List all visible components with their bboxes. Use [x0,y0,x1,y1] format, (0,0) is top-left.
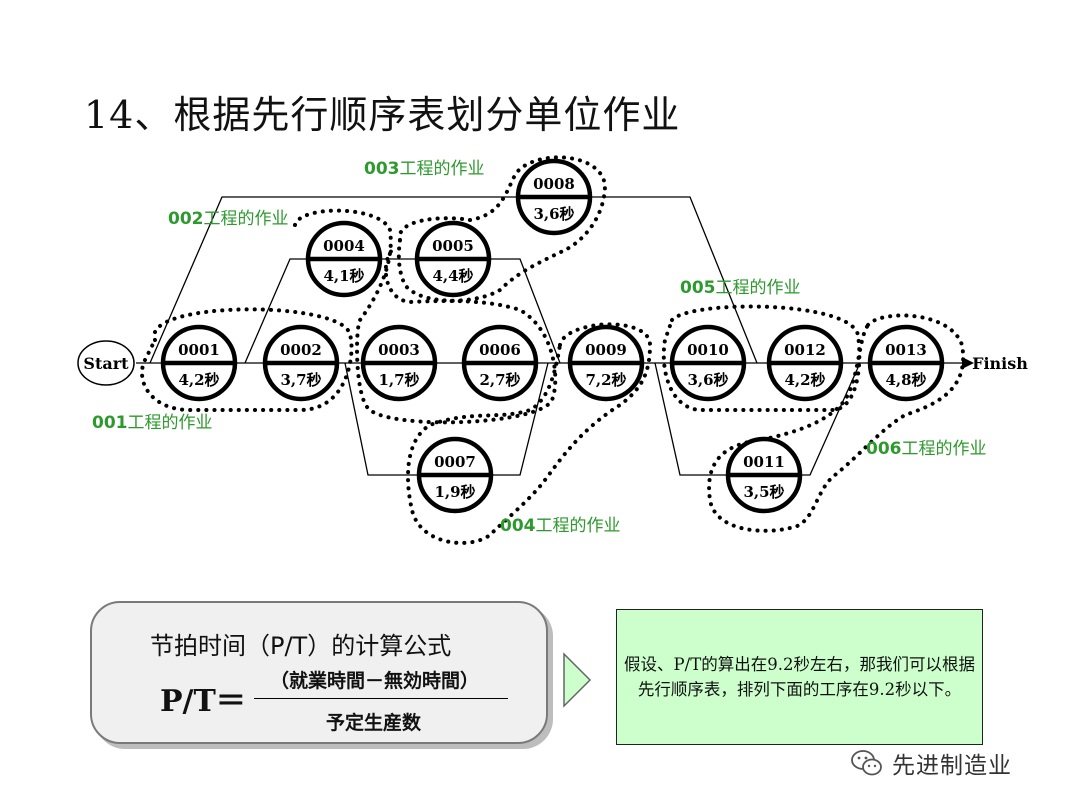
node-id: 0003 [378,341,420,359]
node-id: 0001 [178,341,220,359]
node-time: 1,7秒 [378,371,419,389]
fraction-bar [254,698,508,699]
page-title: 14、根据先行顺序表划分单位作业 [84,93,681,137]
node-time: 4,1秒 [323,267,364,285]
formula-heading: 节拍时间（P/T）的计算公式 [150,632,452,660]
node-time: 4,4秒 [432,267,473,285]
finish-label: Finish [972,354,1028,373]
start-node: Start [77,340,135,386]
finish-node: Finish [972,354,1028,373]
group-label-003: 003工程的作业 [364,159,485,179]
note-text: 假设、P/T的算出在9.2秒左右，那我们可以根据先行顺序表，排列下面的工序在9.… [624,655,975,699]
task-node-0006: 0006 2,7秒 [461,324,539,402]
group-003-outline [396,155,608,303]
node-time: 4,8秒 [885,371,926,389]
note-panel: 假设、P/T的算出在9.2秒左右，那我们可以根据先行顺序表，排列下面的工序在9.… [616,609,983,745]
node-id: 0008 [533,175,575,193]
node-id: 0006 [479,341,521,359]
formula-panel [90,601,548,744]
node-id: 0004 [323,237,365,255]
node-id: 0011 [743,453,785,471]
group-label-005: 005工程的作业 [680,278,801,298]
task-node-0013: 0013 4,8秒 [867,324,945,402]
node-id: 0007 [434,453,476,471]
node-id: 0005 [432,237,474,255]
start-label: Start [83,354,129,373]
task-nodes: 0001 4,2秒 0002 3,7秒 0003 1,7秒 0006 2,7秒 0009 7,2秒… [160,158,945,514]
group-001-outline [140,307,354,412]
node-time: 3,6秒 [533,205,574,223]
precedence-diagram: Start Finish 00014,2秒00023,7秒00031,7秒000… [77,155,1028,545]
group-label-002: 002工程的作业 [168,209,289,229]
watermark-text: 先进制造业 [892,753,1012,779]
task-node-0007: 0007 1,9秒 [416,436,494,514]
line-to-0004-0005 [244,258,561,364]
formula-denominator: 予定生産数 [326,712,422,734]
task-node-0003: 0003 1,7秒 [360,324,438,402]
node-time: 3,5秒 [743,483,784,501]
node-id: 0010 [687,341,729,359]
node-id: 0013 [885,341,927,359]
task-node-0010: 0010 3,6秒 [669,324,747,402]
group-labels: 001工程的作业 002工程的作业 003工程的作业 004工程的作业 005工程的作业… [92,159,987,536]
chevron-right-icon [563,652,592,708]
node-id: 0012 [784,341,826,359]
line-to-0008 [149,196,758,364]
task-node-0004: 0004 4,1秒 [305,220,383,298]
node-time: 1,9秒 [434,483,475,501]
node-id: 0009 [585,341,627,359]
node-time: 3,6秒 [687,371,728,389]
node-time: 4,2秒 [178,371,219,389]
task-node-0012: 0012 4,2秒 [766,324,844,402]
task-node-0001: 0001 4,2秒 [160,324,238,402]
wechat-icon [851,750,882,776]
task-node-0002: 0002 3,7秒 [262,324,340,402]
task-node-0009: 0009 7,2秒 [567,324,645,402]
watermark: 先进制造业 [850,745,1012,781]
group-label-006: 006工程的作业 [866,439,987,459]
node-time: 4,2秒 [784,371,825,389]
group-outlines [140,155,966,545]
node-time: 3,7秒 [280,371,321,389]
task-node-0011: 0011 3,5秒 [725,436,803,514]
node-time: 2,7秒 [479,371,520,389]
task-node-0008: 0008 3,6秒 [515,158,593,236]
group-006-outline [707,313,966,533]
node-time: 7,2秒 [585,371,626,389]
task-node-0005: 0005 4,4秒 [414,220,492,298]
group-label-004: 004工程的作业 [500,516,621,536]
group-label-001: 001工程的作业 [92,413,213,433]
node-id: 0002 [280,341,322,359]
connector-lines [136,196,974,476]
formula-lhs: P/T＝ [160,684,246,719]
formula-numerator: （就業時間－無効時間） [270,670,480,692]
